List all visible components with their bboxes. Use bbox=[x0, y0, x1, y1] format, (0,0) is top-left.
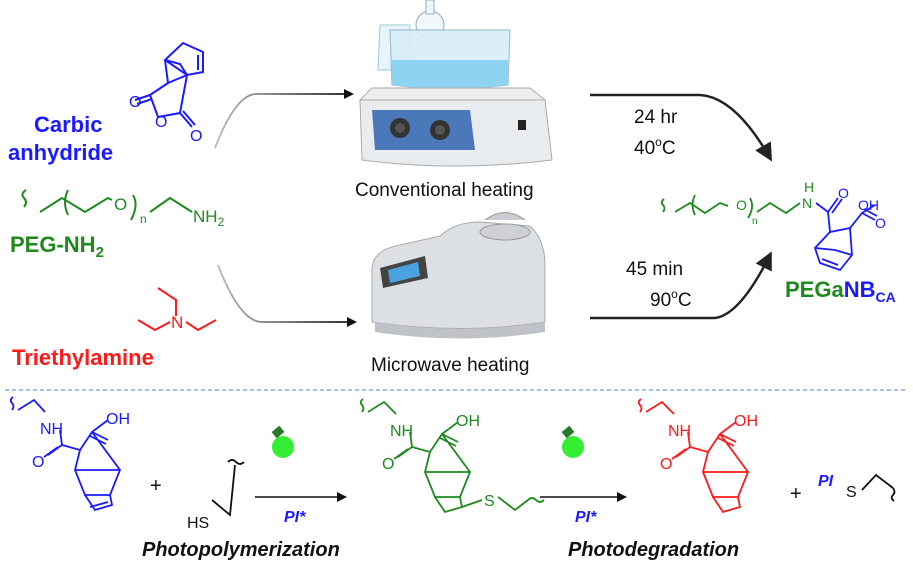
carbic-label-line2: anhydride bbox=[8, 140, 113, 165]
peg-o-atom: O bbox=[114, 195, 127, 214]
light-bulb-icon-2 bbox=[561, 425, 584, 458]
conventional-temperature: 40oC bbox=[634, 135, 676, 159]
peg-nh2-structure bbox=[21, 189, 193, 221]
triethylamine-label: Triethylamine bbox=[12, 345, 154, 370]
reactant-oh-group: OH bbox=[106, 411, 130, 428]
thiol-hs-group: HS bbox=[187, 515, 209, 532]
arrow-to-conventional bbox=[214, 89, 354, 149]
light-bulb-icon-1 bbox=[271, 425, 294, 458]
peg-repeat-n: n bbox=[140, 212, 147, 226]
product-oh-group-bottom: OH bbox=[456, 413, 480, 430]
arrow-to-microwave bbox=[217, 264, 357, 327]
arrow-microwave-to-product bbox=[590, 251, 772, 320]
degraded-product-structure bbox=[637, 398, 750, 514]
plus-sign-1: + bbox=[150, 475, 162, 497]
anhydride-o-atom: O bbox=[129, 94, 141, 111]
microwave-heating-label: Microwave heating bbox=[371, 355, 529, 376]
norbornene-reactant-structure bbox=[9, 396, 122, 512]
product-h-atom: H bbox=[804, 179, 814, 195]
triethylamine-structure bbox=[137, 287, 217, 332]
product-oh-group: OH bbox=[858, 197, 879, 213]
pi-fragment-s-atom: S bbox=[846, 484, 857, 501]
degraded-oh-group: OH bbox=[734, 413, 758, 430]
product-acid-o-atom: O bbox=[875, 215, 886, 231]
anhydride-o-atom-2: O bbox=[190, 128, 202, 145]
peg-nh2-label: PEG-NH2 bbox=[10, 232, 104, 261]
carbic-anhydride-structure bbox=[134, 41, 204, 128]
product-n-atom: N bbox=[802, 195, 812, 211]
product-amide-o-atom: O bbox=[838, 185, 849, 201]
triethylamine-n-atom: N bbox=[171, 313, 183, 332]
reactant-nh-group: NH bbox=[40, 421, 63, 438]
reactant-amide-o: O bbox=[32, 454, 44, 471]
microwave-reactor-illustration bbox=[371, 212, 546, 339]
photodegradation-label: Photodegradation bbox=[568, 539, 739, 561]
product-s-atom: S bbox=[484, 493, 495, 510]
conventional-time: 24 hr bbox=[634, 107, 678, 128]
product-structure bbox=[660, 194, 878, 272]
product-nh-group: NH bbox=[390, 423, 413, 440]
arrow-conventional-to-product bbox=[590, 93, 772, 162]
peg-nh2-group: NH2 bbox=[193, 207, 225, 229]
microwave-temperature: 90oC bbox=[650, 287, 692, 311]
microwave-time: 45 min bbox=[626, 259, 683, 280]
product-amide-o: O bbox=[382, 456, 394, 473]
anhydride-ring-o-atom: O bbox=[155, 114, 167, 131]
photoinitiator-label-2: PI* bbox=[575, 509, 597, 526]
thioether-product-structure bbox=[359, 398, 545, 514]
degraded-nh-group: NH bbox=[668, 423, 691, 440]
pi-fragment-label: PI bbox=[818, 473, 834, 490]
product-repeat-n: n bbox=[752, 216, 758, 227]
carbic-label-line1: Carbic bbox=[34, 112, 102, 137]
product-label: PEGaNBCA bbox=[785, 277, 896, 305]
thiol-structure bbox=[211, 459, 245, 517]
conventional-heating-label: Conventional heating bbox=[355, 180, 534, 201]
photopolymerization-label: Photopolymerization bbox=[142, 539, 340, 561]
hot-plate-stirrer-illustration bbox=[358, 0, 553, 167]
plus-sign-2: + bbox=[790, 483, 802, 505]
photoinitiator-label-1: PI* bbox=[284, 509, 306, 526]
product-peg-o-atom: O bbox=[736, 197, 747, 213]
pi-thioether-structure bbox=[861, 473, 896, 502]
degraded-amide-o: O bbox=[660, 456, 672, 473]
